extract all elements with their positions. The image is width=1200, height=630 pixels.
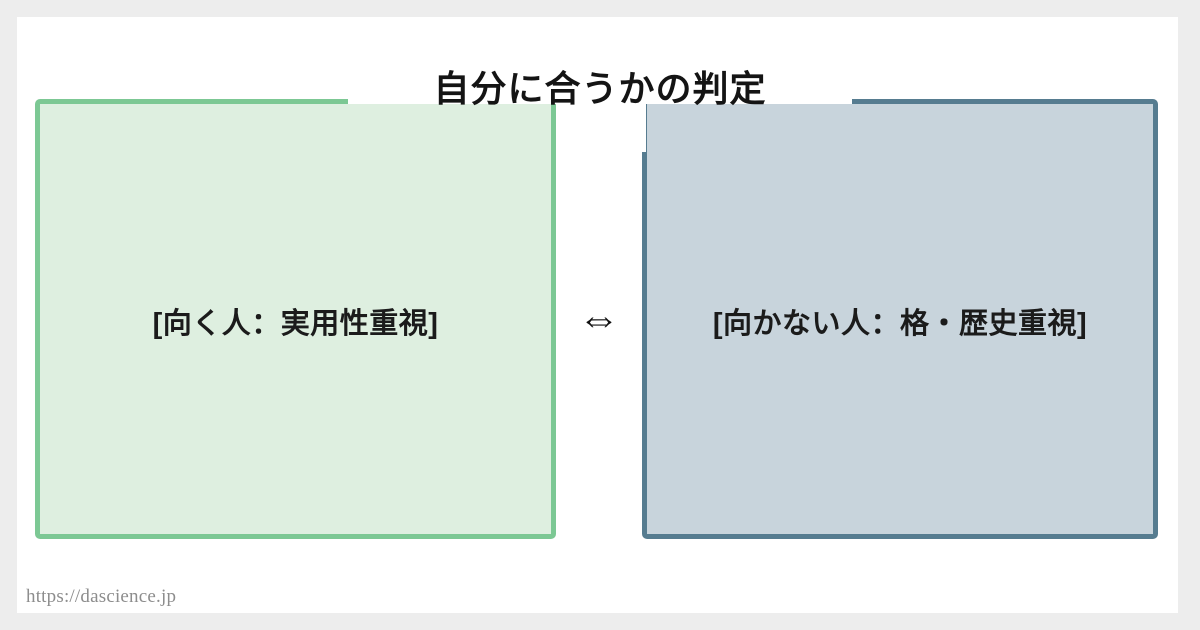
comparison-box-right-label: [向かない人：格・歴史重視] bbox=[712, 307, 1088, 340]
comparison-box-right: [向かない人：格・歴史重視] bbox=[642, 99, 1158, 539]
comparison-box-left-label: [向く人：実用性重視] bbox=[152, 307, 439, 340]
double-arrow-icon: ⇔ bbox=[578, 295, 620, 342]
footer-source-url: https://dascience.jp bbox=[26, 586, 177, 607]
center-gap-mask bbox=[556, 60, 646, 152]
page-title: 自分に合うかの判定 bbox=[433, 68, 767, 109]
comparison-box-left: [向く人：実用性重視] bbox=[35, 99, 556, 539]
